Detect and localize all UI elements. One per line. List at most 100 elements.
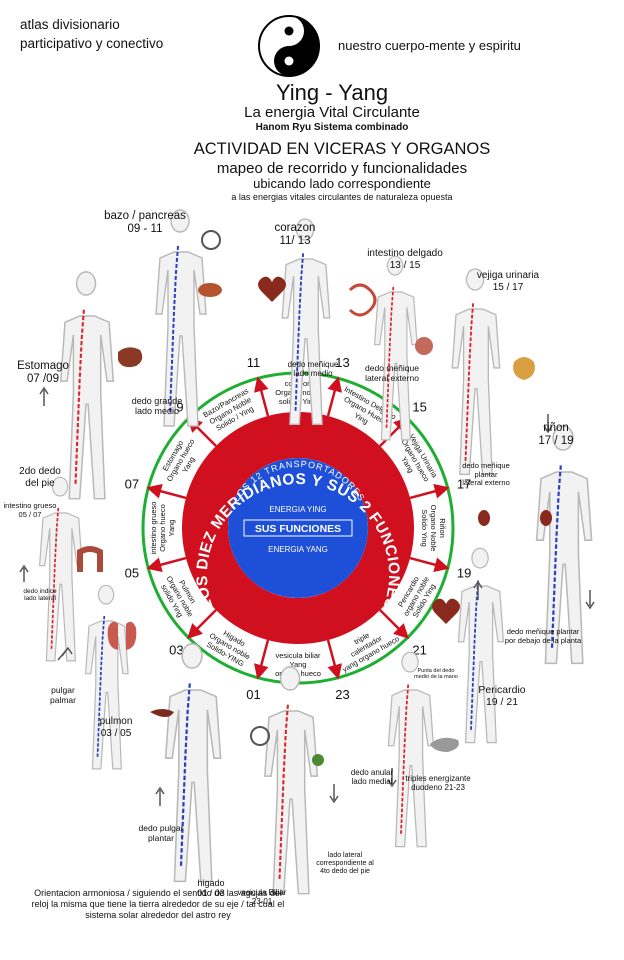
wheel-spoke — [186, 609, 217, 640]
center-bottom-text: ENERGIA YANG — [268, 545, 328, 554]
figure-higado — [164, 643, 222, 883]
arrow-down-vesicula — [329, 784, 339, 804]
note-punta-dedo-line: medio de la mano — [414, 674, 458, 681]
figure-vejiga — [451, 268, 501, 475]
arrow-down-vejiga — [543, 414, 553, 434]
note-lateral-4to-line: 4to dedo del pie — [320, 868, 370, 876]
pancreas-icon — [198, 283, 222, 297]
body-silhouette — [155, 209, 207, 427]
hour-label: 11 — [247, 355, 261, 370]
label-estomago-line: Estomago — [17, 360, 69, 372]
label-higado-line: 01 / 03 — [197, 888, 225, 899]
heart-icon — [258, 276, 286, 302]
body-silhouette — [264, 666, 319, 895]
sector-label-line: vesicula biliar — [275, 651, 321, 660]
sector-label-line: Solido Ying — [420, 509, 429, 547]
meridian-line — [400, 684, 410, 835]
body-silhouette — [373, 255, 418, 441]
section-heading: ACTIVIDAD EN VICERAS Y ORGANOS — [193, 140, 491, 158]
brain-icon — [201, 230, 221, 250]
body-silhouette — [451, 268, 501, 475]
meridian-line — [278, 704, 289, 880]
wheel-spoke — [326, 639, 342, 680]
meridian-line — [179, 683, 191, 867]
label-pericardio-line: Pericardio — [478, 684, 526, 696]
center-main-text: SUS FUNCIONES — [255, 523, 341, 535]
arrow-up-stomach — [39, 386, 49, 406]
figure-intestino-grueso — [38, 476, 83, 662]
wheel-spoke — [409, 484, 450, 500]
sector-label-line: Riñon — [438, 518, 447, 538]
label-vesicula-line: vesicula Biliar — [237, 888, 287, 897]
label-pulmon-line: pulmon — [99, 716, 133, 727]
header-left: atlas divisionario participativo y conec… — [20, 15, 163, 53]
header-left-line2: participativo y conectivo — [20, 36, 164, 51]
pericardium-heart-icon — [432, 598, 460, 624]
wheel-spoke — [146, 484, 187, 500]
body-silhouette — [60, 271, 115, 500]
note-dedo-pulgar-line: plantar — [148, 832, 174, 843]
note-lateral-4to-line: correspondiente al — [316, 860, 374, 868]
wheel-spoke — [146, 556, 187, 572]
meridian-line — [169, 245, 179, 413]
note-menique-plantar-line: lateral externo — [462, 478, 510, 488]
note-anular-line: lado medial — [351, 777, 393, 787]
sector-label-line: Organo hueco — [158, 504, 167, 552]
label-bazo-line: 09 - 11 — [127, 223, 163, 236]
lung-left-icon — [107, 621, 118, 650]
meridian-line — [50, 507, 60, 650]
note-menique-externo-line: dedo meñique — [365, 363, 419, 373]
note-anular-line: dedo anular — [350, 768, 394, 777]
note-dedo-grande-line: dedo grande — [131, 396, 183, 406]
label-vesicula-line: 23-01 — [251, 897, 273, 907]
hour-label: 01 — [246, 687, 260, 702]
meridian-line — [470, 580, 480, 731]
arrow-down-pericardio — [473, 580, 483, 600]
figure-pericardio — [457, 547, 505, 744]
bladder-icon — [513, 357, 535, 380]
meridian-line — [96, 615, 106, 758]
label-intestino-delgado-line: intestino delgado — [367, 248, 443, 259]
kidney-left-icon — [478, 510, 490, 526]
note-menique-medio-line: lado medio — [293, 369, 333, 379]
label-corazon-line: corazon — [274, 222, 316, 234]
figure-corazon — [281, 218, 331, 425]
note-menique-debajo-line: por debajo de la planta — [504, 635, 582, 645]
body-silhouette — [84, 584, 129, 770]
kidney-right-icon — [540, 510, 552, 526]
liver-icon — [150, 709, 174, 717]
arrow-up-ig — [19, 564, 29, 582]
colon-icon — [77, 546, 103, 572]
system-label: Hanom Ryu Sistema combinado — [255, 122, 409, 133]
figure-bazo — [155, 209, 207, 427]
header-right: nuestro cuerpo-mente y espiritu — [338, 38, 521, 53]
note-segundo-dedo-line: del pie — [25, 477, 55, 489]
hour-label: 13 — [335, 355, 349, 370]
label-triples-line: duodeno 21-23 — [411, 783, 465, 793]
page-title-text: Ying - Yang — [275, 80, 389, 105]
organ-icons — [19, 230, 595, 806]
label-higado-line: higado — [197, 878, 225, 888]
note-indice-line: lado lateral — [24, 595, 56, 603]
label-estomago-line: 07 /09 — [27, 373, 59, 386]
figure-vesicula — [264, 666, 319, 895]
arrow-down-triple — [387, 768, 397, 788]
footer-note: Orientacion armoniosa / siguiendo el sen… — [31, 888, 285, 920]
red-ring — [182, 412, 414, 644]
meridian-line — [550, 465, 562, 649]
sector-label-line: Organo Noble — [429, 505, 438, 552]
